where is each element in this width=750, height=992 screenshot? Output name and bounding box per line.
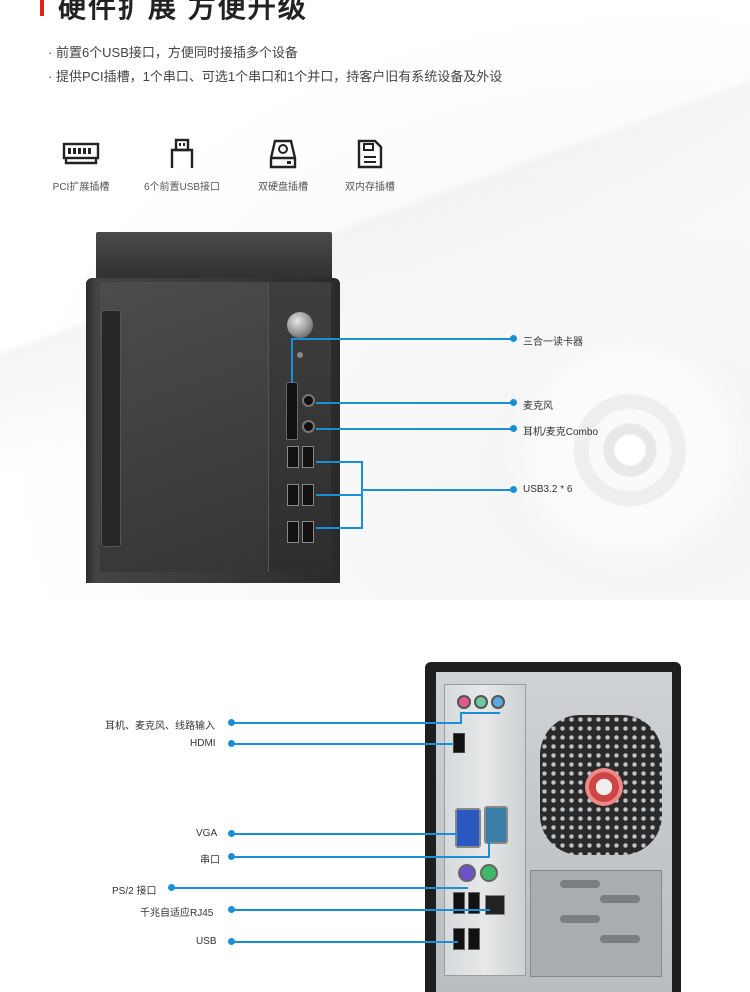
callout-dot [510,425,517,432]
usb-port [453,928,465,950]
feature-hdd: 双硬盘插槽 [238,136,328,193]
title-accent-bar [40,0,44,16]
serial-port [484,806,508,844]
usb-port [302,446,314,468]
mic-jack [302,394,315,407]
feature-label: PCI扩展插槽 [52,182,110,193]
memory-icon [325,136,415,172]
pc-front-panel [100,282,268,572]
vga-port [455,808,481,848]
label-ps2: PS/2 接口 [112,886,157,897]
label-headset-combo: 耳机/麦克Combo [523,427,599,438]
label-serial: 串口 [200,855,220,866]
usb-icon [137,136,227,172]
pc-front-top [96,232,332,282]
optical-drive-slot [101,310,121,547]
usb-port [468,928,480,950]
callout-dot [228,740,235,747]
feature-label: 双硬盘插槽 [258,182,308,193]
callout-line [316,527,363,529]
ps2-keyboard-port [458,864,476,882]
feature-memory: 双内存插槽 [325,136,415,193]
bullet-usb: · 前置6个USB接口，方便同时接插多个设备 [48,45,298,60]
callout-line [291,339,293,383]
callout-dot [228,853,235,860]
callout-dot [228,938,235,945]
usb-port [453,892,465,914]
callout-line [232,743,454,745]
callout-dot [228,830,235,837]
usb-port [468,892,480,914]
callout-dot [510,486,517,493]
rj45-port [485,895,505,915]
label-audio: 耳机、麦克风、线路输入 [105,721,215,732]
callout-line [316,494,363,496]
ps2-mouse-port [480,864,498,882]
expansion-slot-cover [530,870,662,977]
fan-hub [585,768,623,806]
feature-usb: 6个前置USB接口 [137,136,227,193]
label-usb-front: USB3.2 * 6 [523,484,573,495]
callout-line [232,909,490,911]
callout-line [361,461,363,529]
usb-port [287,446,299,468]
audio-jack-green [474,695,488,709]
callout-dot [228,719,235,726]
callout-line [361,489,513,491]
callout-line [316,402,513,404]
usb-port [287,521,299,543]
card-reader-slot [286,382,298,440]
label-rj45: 千兆自适应RJ45 [140,908,214,919]
callout-line [232,856,488,858]
callout-dot [510,335,517,342]
callout-line [232,941,458,943]
callout-dot [228,906,235,913]
callout-line [291,338,513,340]
feature-pci: PCI扩展插槽 [36,136,126,193]
callout-line [316,461,363,463]
hdmi-port [453,733,465,753]
callout-line [460,712,500,714]
vent-slot [600,895,640,903]
headset-jack [302,420,315,433]
pci-slot-icon [36,136,126,172]
bullet-pci: · 提供PCI插槽，1个串口、可选1个串口和1个并口，持客户旧有系统设备及外设 [48,69,503,84]
hard-drive-icon [238,136,328,172]
callout-line [488,840,490,858]
label-vga: VGA [196,828,218,839]
callout-line [460,712,462,724]
audio-jack-pink [457,695,471,709]
vent-slot [560,880,600,888]
power-led [297,352,303,358]
callout-line [172,887,468,889]
label-hdmi: HDMI [190,738,216,749]
usb-port [287,484,299,506]
callout-dot [510,399,517,406]
vent-slot [600,935,640,943]
callout-dot [168,884,175,891]
vent-slot [560,915,600,923]
label-card-reader: 三合一读卡器 [523,337,583,348]
section-title: 硬件扩展 方便升级 [58,0,308,23]
label-usb-rear: USB [196,936,217,947]
background-swirl [500,320,750,580]
callout-line [232,722,460,724]
feature-label: 6个前置USB接口 [143,182,221,193]
audio-jack-blue [491,695,505,709]
usb-port [302,484,314,506]
power-button[interactable] [287,312,313,338]
usb-port [302,521,314,543]
callout-line [232,833,458,835]
label-microphone: 麦克风 [523,401,553,412]
feature-label: 双内存插槽 [345,182,395,193]
callout-line [316,428,513,430]
